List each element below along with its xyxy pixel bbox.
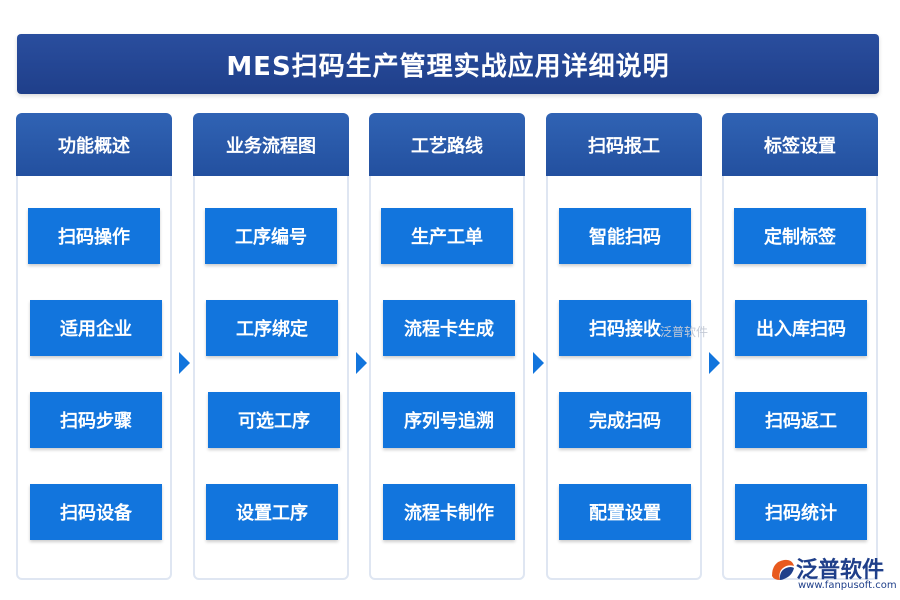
item-box: 扫码设备 <box>30 484 162 540</box>
column-overview: 功能概述 扫码操作 适用企业 扫码步骤 扫码设备 <box>16 113 172 580</box>
arrow-right-icon <box>709 352 720 374</box>
item-box: 完成扫码 <box>559 392 691 448</box>
item-box: 智能扫码 <box>559 208 691 264</box>
item-box: 工序绑定 <box>206 300 338 356</box>
fanpu-logo-icon <box>772 559 794 580</box>
column-header: 扫码报工 <box>546 113 702 176</box>
column-scan-report: 扫码报工 智能扫码 扫码接收 完成扫码 配置设置 <box>546 113 702 580</box>
arrow-right-icon <box>179 352 190 374</box>
page-title: MES扫码生产管理实战应用详细说明 <box>17 34 879 94</box>
column-routing: 工艺路线 生产工单 流程卡生成 序列号追溯 流程卡制作 <box>369 113 525 580</box>
column-header: 功能概述 <box>16 113 172 176</box>
arrow-right-icon <box>356 352 367 374</box>
item-box: 可选工序 <box>208 392 340 448</box>
watermark: 泛普软件 <box>660 325 709 339</box>
column-header: 工艺路线 <box>369 113 525 176</box>
item-box: 扫码统计 <box>735 484 867 540</box>
item-box: 扫码操作 <box>28 208 160 264</box>
column-process-flow: 业务流程图 工序编号 工序绑定 可选工序 设置工序 <box>193 113 349 580</box>
column-header: 业务流程图 <box>193 113 349 176</box>
item-box: 序列号追溯 <box>383 392 515 448</box>
item-box: 流程卡生成 <box>383 300 515 356</box>
item-box: 设置工序 <box>206 484 338 540</box>
item-box: 扫码接收 <box>559 300 691 356</box>
logo-name: 泛普软件 <box>796 558 885 583</box>
item-box: 适用企业 <box>30 300 162 356</box>
arrow-right-icon <box>533 352 544 374</box>
logo-url: www.fanpusoft.com <box>798 580 897 591</box>
column-header: 标签设置 <box>722 113 878 176</box>
item-box: 流程卡制作 <box>383 484 515 540</box>
item-box: 出入库扫码 <box>735 300 867 356</box>
item-box: 配置设置 <box>559 484 691 540</box>
item-box: 扫码返工 <box>735 392 867 448</box>
item-box: 定制标签 <box>734 208 866 264</box>
item-box: 扫码步骤 <box>30 392 162 448</box>
item-box: 工序编号 <box>205 208 337 264</box>
item-box: 生产工单 <box>381 208 513 264</box>
column-label-settings: 标签设置 定制标签 出入库扫码 扫码返工 扫码统计 <box>722 113 878 580</box>
